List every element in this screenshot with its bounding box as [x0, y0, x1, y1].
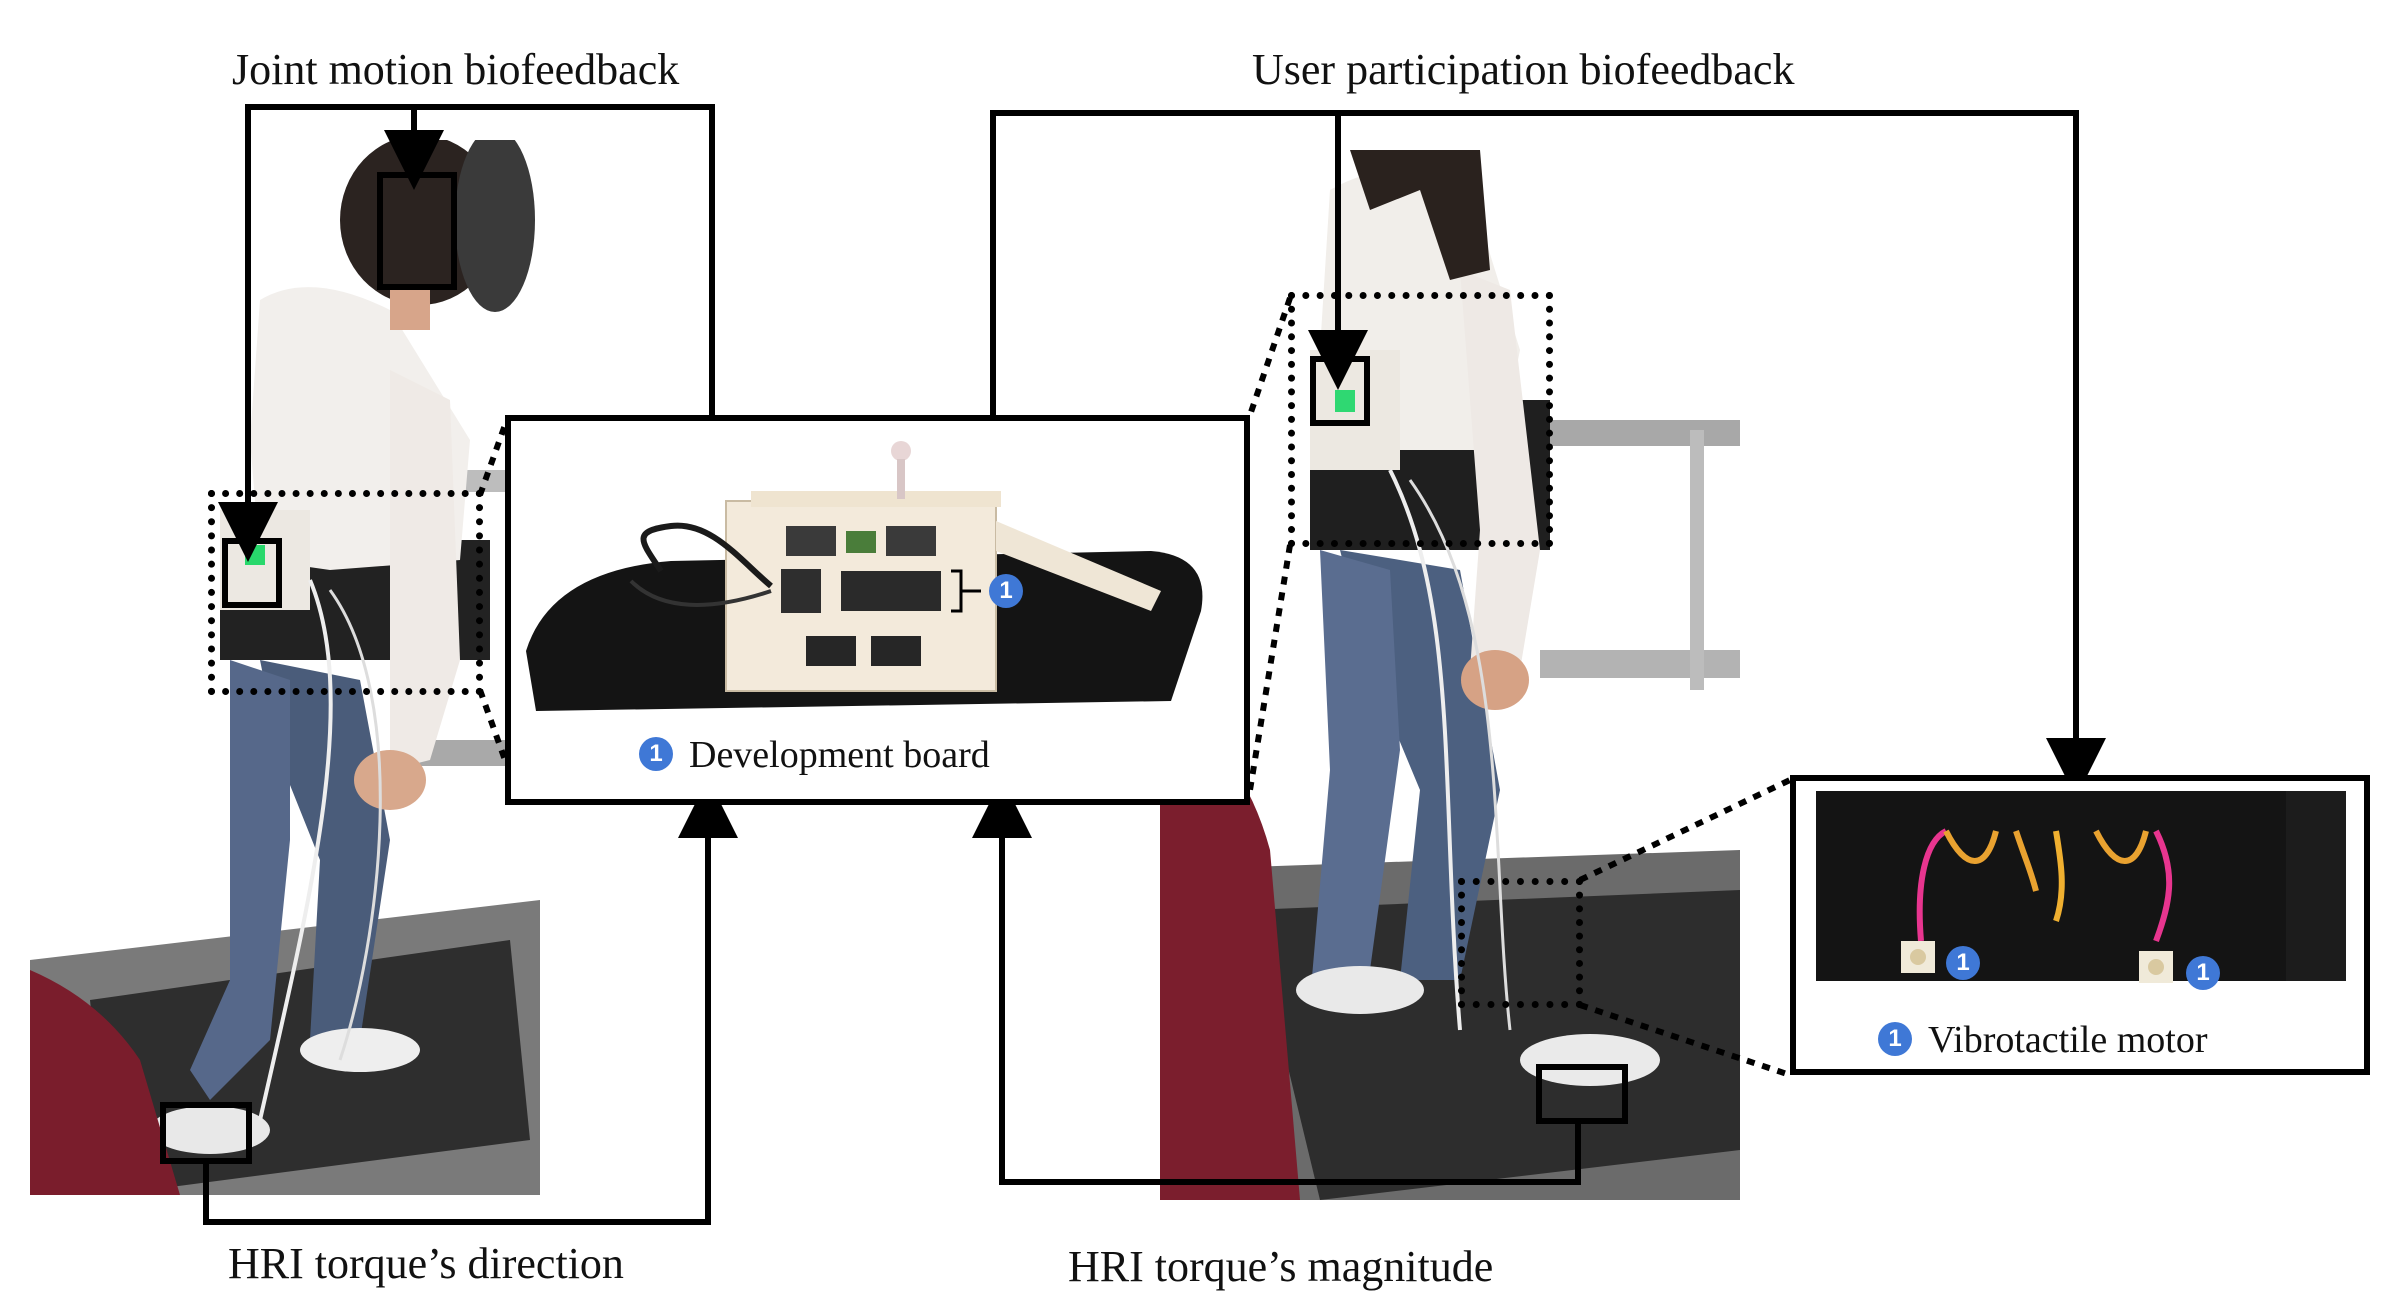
vibrotactile-motor-photo [1816, 791, 2346, 983]
ankle-zoom-line-bottom [1579, 1002, 1791, 1078]
joint-motion-biofeedback-label: Joint motion biofeedback [232, 45, 680, 94]
vibrotactile-right-motor-marker: 1 [2186, 956, 2220, 990]
ankle-zoom-line-top [1578, 777, 1792, 883]
right-zoom-line-bottom [1247, 544, 1293, 791]
ankle-motor-zoom-region [1458, 878, 1583, 1008]
left-belt-zoom-region [208, 490, 483, 695]
development-board-photo [526, 441, 1203, 711]
development-board-marker: 1 [989, 574, 1023, 608]
hri-torque-magnitude-label: HRI torque’s magnitude [1068, 1242, 1494, 1291]
joint-motion-feedback-line [245, 104, 715, 528]
right-belt-device-highlight-box [1310, 356, 1370, 426]
vibrotactile-motor-caption: 1 Vibrotactile motor [1878, 1021, 2207, 1060]
ear-earphone-highlight-box [377, 172, 457, 290]
right-ankle-sensor-highlight-box [1536, 1064, 1628, 1124]
user-participation-line [990, 110, 2106, 798]
hri-direction-line [203, 778, 738, 1225]
development-board-caption: 1 Development board [639, 736, 990, 775]
right-belt-zoom-region [1288, 292, 1553, 547]
development-board-caption-marker: 1 [639, 737, 673, 772]
hri-magnitude-line [972, 778, 1581, 1185]
vibrotactile-motor-caption-marker: 1 [1878, 1022, 1912, 1057]
user-participation-biofeedback-label: User participation biofeedback [1252, 45, 1795, 94]
left-zoom-line-bottom [477, 688, 508, 762]
vibrotactile-left-motor-marker: 1 [1946, 946, 1980, 980]
hri-torque-direction-label: HRI torque’s direction [228, 1239, 624, 1288]
left-zoom-line-top [477, 423, 508, 497]
development-board-caption-text: Development board [689, 734, 990, 776]
right-zoom-line-top [1247, 297, 1293, 416]
vibrotactile-motor-caption-text: Vibrotactile motor [1928, 1019, 2208, 1061]
left-ankle-sensor-highlight-box [160, 1102, 252, 1164]
left-belt-device-highlight-box [222, 538, 282, 608]
